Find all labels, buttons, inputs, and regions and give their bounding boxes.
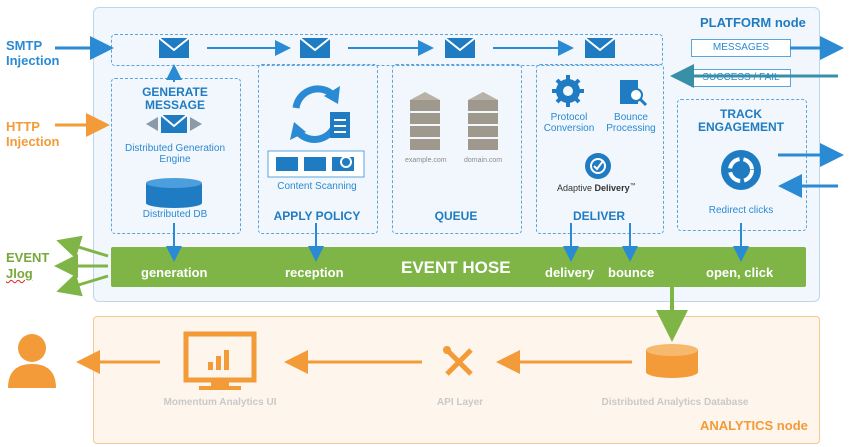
trademark-mark: ™ [629, 183, 636, 189]
event-label: EVENT [6, 250, 50, 265]
analytics-db-label: Distributed Analytics Database [601, 397, 749, 408]
domain-domain-label: domain.com [464, 157, 503, 164]
redirect-clicks-label: Redirect clicks [708, 205, 774, 216]
apply-policy-title: APPLY POLICY [273, 209, 361, 223]
track-engagement-box [677, 99, 807, 231]
domain-example-label: example.com [405, 157, 447, 164]
hose-bounce: bounce [608, 265, 655, 280]
queue-title: QUEUE [434, 209, 478, 223]
adaptive-delivery-label: Adaptive Delivery™ [557, 183, 636, 193]
track-engagement-title: TRACK ENGAGEMENT [697, 107, 784, 134]
messages-box: MESSAGES [691, 39, 791, 57]
jlog-label: Jlog [6, 266, 33, 281]
delivery-word: Delivery [594, 183, 630, 193]
hose-generation: generation [141, 265, 208, 280]
analytics-ui-label: Momentum Analytics UI [163, 397, 277, 408]
deliver-title: DELIVER [572, 209, 625, 223]
event-hose-bar [111, 247, 806, 287]
adaptive-word: Adaptive [557, 183, 593, 193]
message-flow-row [111, 34, 663, 66]
hose-open-click: open, click [706, 265, 774, 280]
generate-message-title: GENERATE MESSAGE [142, 85, 208, 112]
queue-box [392, 64, 522, 234]
success-fail-box: SUCCESS / FAIL [691, 69, 791, 87]
protocol-conversion-label: Protocol Conversion [543, 112, 595, 134]
user-icon [8, 334, 56, 388]
hose-delivery: delivery [545, 265, 595, 280]
event-hose-title: EVENT HOSE [401, 258, 511, 277]
distributed-engine-label: Distributed Generation Engine [124, 143, 226, 165]
content-scanning-label: Content Scanning [277, 181, 357, 192]
analytics-node-title: ANALYTICS node [700, 418, 808, 433]
distributed-db-label: Distributed DB [142, 209, 208, 220]
oltp-badge: OLTP [162, 188, 188, 199]
api-layer-label: API Layer [436, 397, 484, 408]
platform-node-title: PLATFORM node [700, 15, 806, 30]
smtp-injection-label: SMTP Injection [6, 38, 60, 68]
hose-reception: reception [285, 265, 344, 280]
http-injection-label: HTTP Injection [6, 119, 60, 149]
apply-policy-box [258, 64, 378, 234]
deliver-box [536, 64, 664, 234]
bounce-processing-label: Bounce Processing [606, 112, 656, 134]
